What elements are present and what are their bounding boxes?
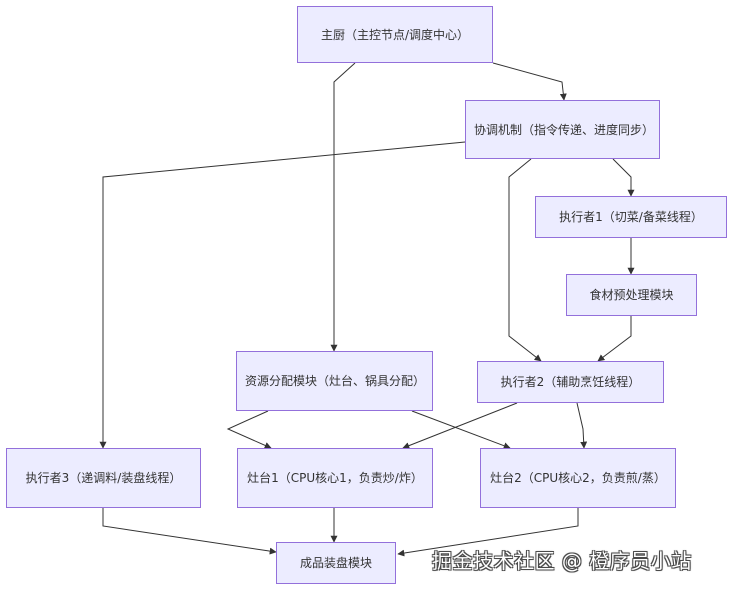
node-executor-1[interactable]: 执行者1（切菜/备菜线程） (535, 196, 727, 238)
edge-stove2-plating (397, 508, 579, 557)
edge-chef-alloc (330, 62, 356, 352)
node-chef[interactable]: 主厨（主控节点/调度中心） (297, 6, 493, 63)
node-executor-2-label: 执行者2（辅助烹饪线程） (500, 375, 641, 389)
node-stove-2[interactable]: 灶台2（CPU核心2，负责煎/蒸） (480, 448, 676, 508)
edge-coord-exec2 (508, 158, 542, 362)
node-coordination-label: 协调机制（指令传递、进度同步） (474, 122, 655, 137)
node-stove-2-label: 灶台2（CPU核心2，负责煎/蒸） (490, 471, 666, 485)
edge-alloc-stove1 (226, 410, 272, 449)
edge-alloc-stove2 (411, 410, 511, 450)
edge-coord-exec3 (99, 141, 466, 449)
node-chef-label: 主厨（主控节点/调度中心） (320, 27, 470, 42)
edge-exec2-stove1 (402, 402, 518, 449)
node-resource-allocation-label: 资源分配模块（灶台、锅具分配） (245, 374, 426, 388)
node-ingredient-prep-label: 食材预处理模块 (589, 288, 674, 302)
node-plating-label: 成品装盘模块 (299, 556, 372, 570)
edge-prep-exec2 (597, 316, 632, 362)
node-executor-2[interactable]: 执行者2（辅助烹饪线程） (477, 361, 664, 403)
node-executor-3[interactable]: 执行者3（递调料/装盘线程） (6, 448, 201, 508)
edge-exec3-plating (102, 508, 277, 555)
node-stove-1[interactable]: 灶台1（CPU核心1，负责炒/炸） (237, 448, 433, 508)
edge-coord-exec1 (612, 158, 635, 197)
node-executor-3-label: 执行者3（递调料/装盘线程） (25, 471, 182, 485)
node-ingredient-prep[interactable]: 食材预处理模块 (566, 274, 697, 316)
edge-chef-coord (492, 62, 567, 101)
node-resource-allocation[interactable]: 资源分配模块（灶台、锅具分配） (236, 351, 433, 411)
node-executor-1-label: 执行者1（切菜/备菜线程） (559, 210, 703, 224)
edge-exec2-stove2 (576, 402, 588, 449)
node-plating[interactable]: 成品装盘模块 (276, 542, 396, 584)
node-stove-1-label: 灶台1（CPU核心1，负责炒/炸） (247, 471, 423, 485)
node-coordination[interactable]: 协调机制（指令传递、进度同步） (465, 100, 660, 159)
watermark: 掘金技术社区 @ 橙序员小站 (432, 549, 692, 573)
